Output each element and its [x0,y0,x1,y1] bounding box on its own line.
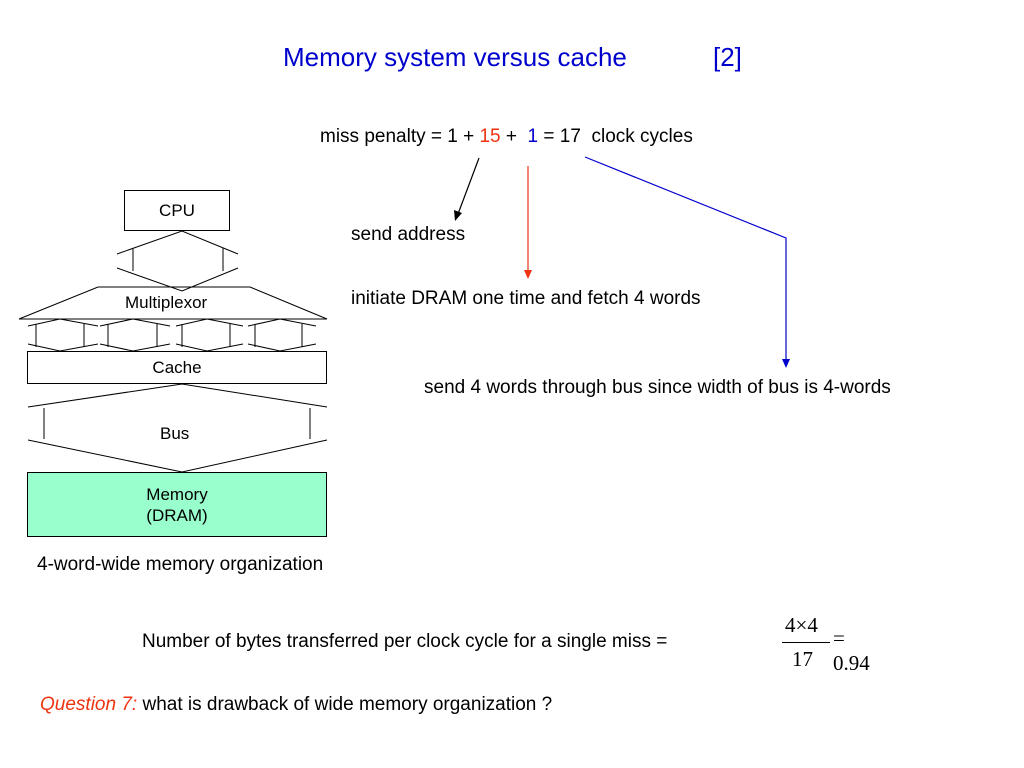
diagram-caption: 4-word-wide memory organization [37,554,324,575]
equation-term-blue: 1 [527,126,539,147]
memory-dram-box: Memory (DRAM) [27,472,327,537]
cpu-mux-connector [116,230,239,255]
question-7: Question 7: what is drawback of wide mem… [40,694,552,716]
multiplexor-shape [18,286,328,320]
cpu-box: CPU [124,190,230,231]
formula-numerator: 4×4 [785,613,818,637]
formula-denominator: 17 [792,647,813,671]
fraction-bar [782,642,830,643]
multiplexor-label: Multiplexor [125,293,208,312]
miss-penalty-equation: miss penalty = 1 + 15 + 1 = 17 clock cyc… [320,126,693,148]
step-initiate-dram: initiate DRAM one time and fetch 4 words [351,288,701,309]
equation-prefix: miss penalty = 1 + [320,126,480,147]
memory-label: Memory [146,484,208,504]
slide-number-tag: [2] [713,42,742,72]
cache-box: Cache [27,351,327,384]
arrow-send-address [457,157,480,215]
equation-suffix: = 17 clock cycles [538,126,693,147]
question-label: Question 7 [40,694,132,715]
question-text: what is drawback of wide memory organiza… [137,694,553,715]
arrow-send-words [584,156,787,361]
formula-result: = 0.94 [833,626,870,675]
bytes-per-cycle-text: Number of bytes transferred per clock cy… [142,631,668,652]
bus-label: Bus [160,424,190,443]
mux-cache-connectors [27,318,317,352]
question-colon: : [131,694,138,715]
bus-shape-top [27,383,328,408]
step-send-address: send address [351,224,466,245]
equation-middle: + [500,126,528,147]
step-send-words: send 4 words through bus since width of … [424,377,891,398]
dram-label: (DRAM) [146,505,208,525]
slide-title: Memory system versus cache [283,42,627,72]
bus-shape-bottom [27,439,328,473]
equation-term-red: 15 [479,126,501,147]
